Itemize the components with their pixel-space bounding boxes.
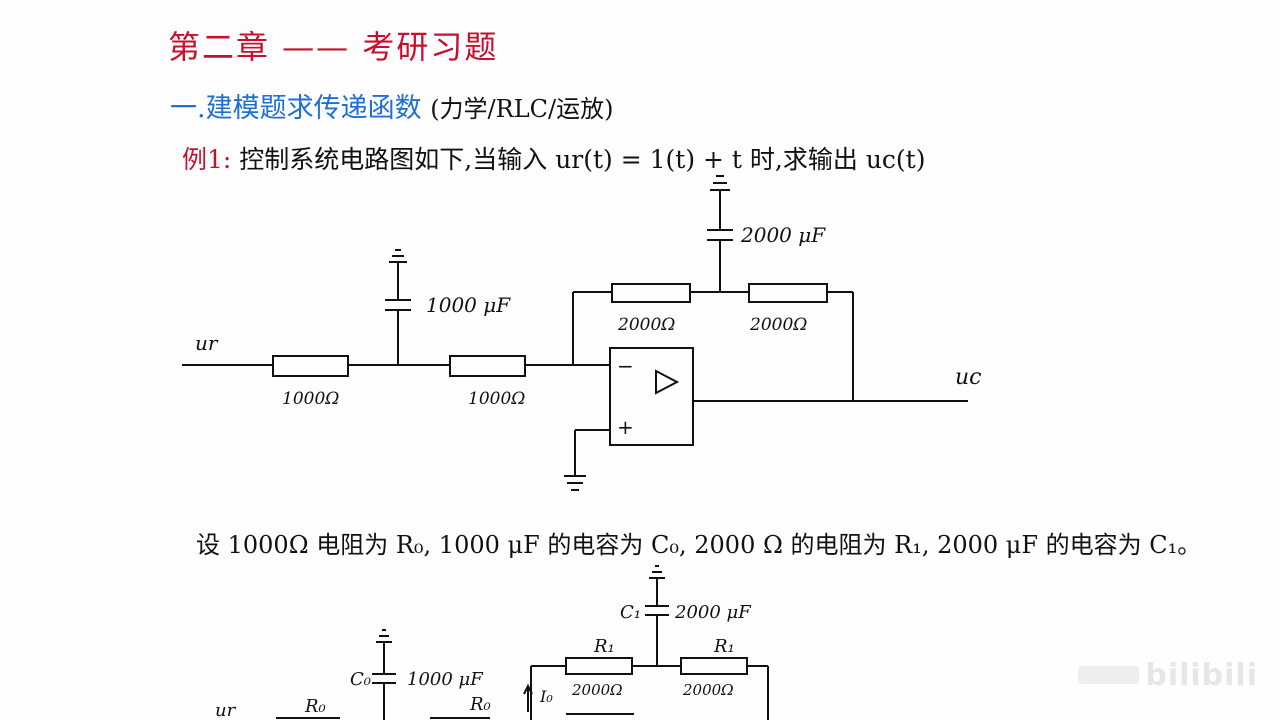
c1-value: 2000 μF [674, 602, 752, 623]
r0-b-label: R₀ [469, 694, 491, 715]
opamp-minus: − [617, 354, 634, 378]
resistor-r1-a [565, 657, 633, 675]
example-text: 控制系统电路图如下,当输入 ur(t) = 1(t) + t 时,求输出 uc(… [239, 145, 926, 174]
r-fb2-value: 2000Ω [749, 315, 807, 335]
example-label: 例1: [182, 145, 232, 174]
c1-label: C₁ [620, 602, 641, 623]
r1-a-value: 2000Ω [571, 681, 623, 699]
resistor-r1-b [680, 657, 748, 675]
watermark-text: bilibili [1145, 657, 1258, 693]
assumption-text: 设 1000Ω 电阻为 R₀, 1000 μF 的电容为 C₀, 2000 Ω … [196, 531, 1202, 559]
page-title: 第二章 —— 考研习题 [168, 28, 499, 66]
r-in2-value: 1000Ω [468, 389, 525, 409]
opamp-plus: + [617, 415, 634, 439]
section-heading: 一.建模题求传递函数 (力学/RLC/运放) [170, 86, 613, 125]
r1-a-label: R₁ [593, 636, 615, 657]
r1-b-value: 2000Ω [682, 681, 734, 699]
r1-b-label: R₁ [713, 636, 735, 657]
input-label: ur [195, 331, 219, 355]
example-statement: 例1: 控制系统电路图如下,当输入 ur(t) = 1(t) + t 时,求输出… [182, 140, 925, 176]
section-note: (力学/RLC/运放) [430, 95, 614, 123]
current-label: I₀ [539, 687, 553, 706]
input-label-2: ur [215, 700, 237, 720]
output-label: uc [955, 365, 982, 390]
r-fb1-value: 2000Ω [617, 315, 675, 335]
watermark-box [1078, 666, 1140, 684]
r-in1-value: 1000Ω [282, 389, 339, 409]
c0-value: 1000 μF [407, 669, 484, 690]
c-shunt-value: 1000 μF [426, 293, 511, 317]
c-fb-value: 2000 μF [740, 223, 826, 247]
opamp-triangle-icon [655, 369, 680, 395]
bilibili-watermark: bilibili [1078, 652, 1258, 698]
section-heading-text: 一.建模题求传递函数 [170, 93, 422, 124]
r0-a-label: R₀ [304, 696, 326, 717]
c0-label: C₀ [350, 669, 371, 690]
opamp-box [609, 347, 694, 446]
